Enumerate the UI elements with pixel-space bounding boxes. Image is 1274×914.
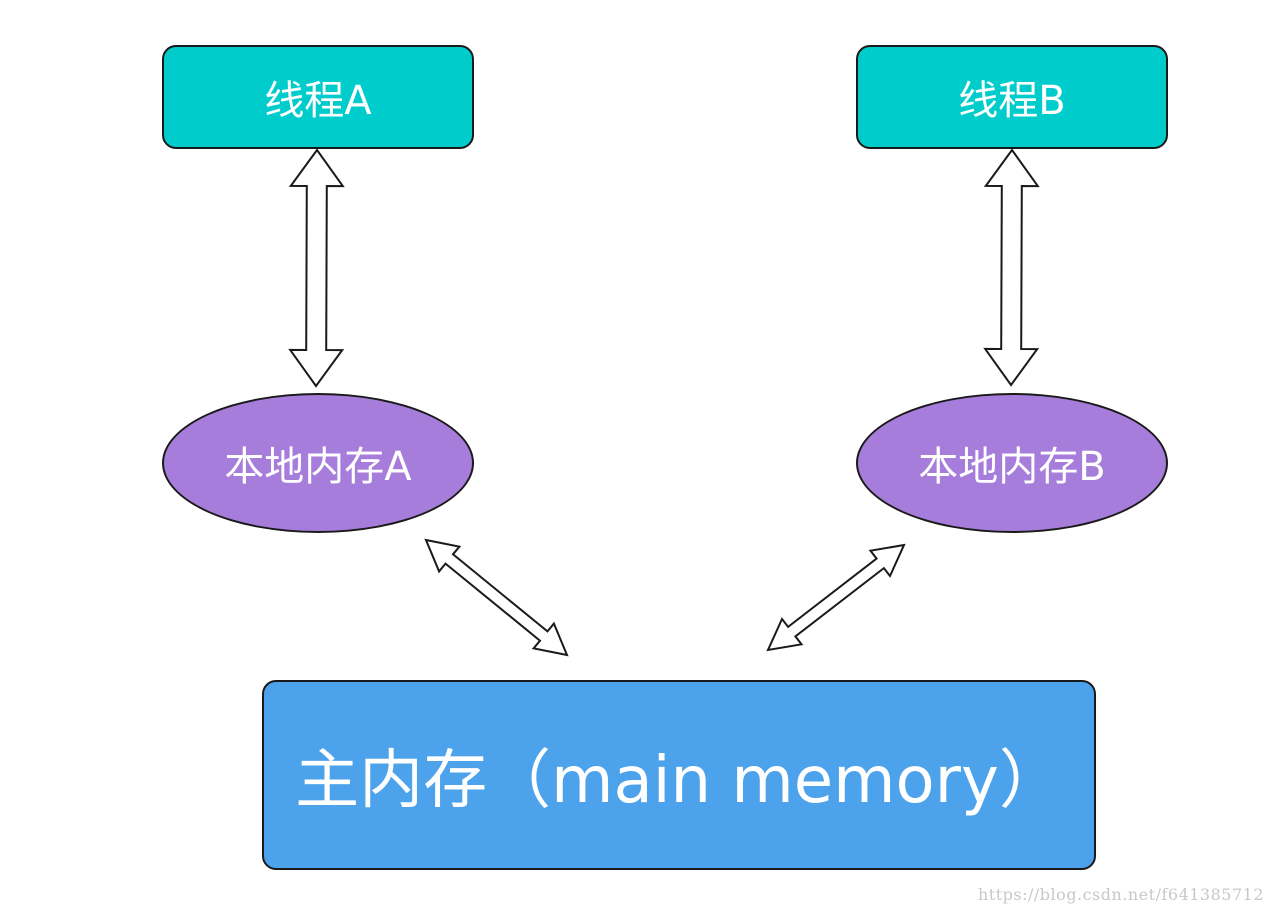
local-memory-a-node: 本地内存A (162, 393, 474, 533)
arrow-thread-a-local-a (288, 148, 345, 388)
thread-b-label: 线程B (958, 78, 1066, 124)
local-memory-a-label: 本地内存A (224, 444, 412, 490)
arrow-thread-b-local-b (983, 148, 1040, 387)
thread-a-label: 线程A (264, 78, 372, 124)
local-memory-b-label: 本地内存B (918, 444, 1106, 490)
main-memory-label: 主内存（main memory） (295, 744, 1063, 818)
thread-b-node: 线程B (856, 45, 1168, 149)
watermark-url: https://blog.csdn.net/f641385712 (977, 885, 1264, 904)
thread-a-node: 线程A (162, 45, 474, 149)
arrow-local-a-main-memory (424, 538, 569, 657)
main-memory-node: 主内存（main memory） (262, 680, 1096, 870)
arrow-local-b-main-memory (766, 543, 906, 652)
local-memory-b-node: 本地内存B (856, 393, 1168, 533)
